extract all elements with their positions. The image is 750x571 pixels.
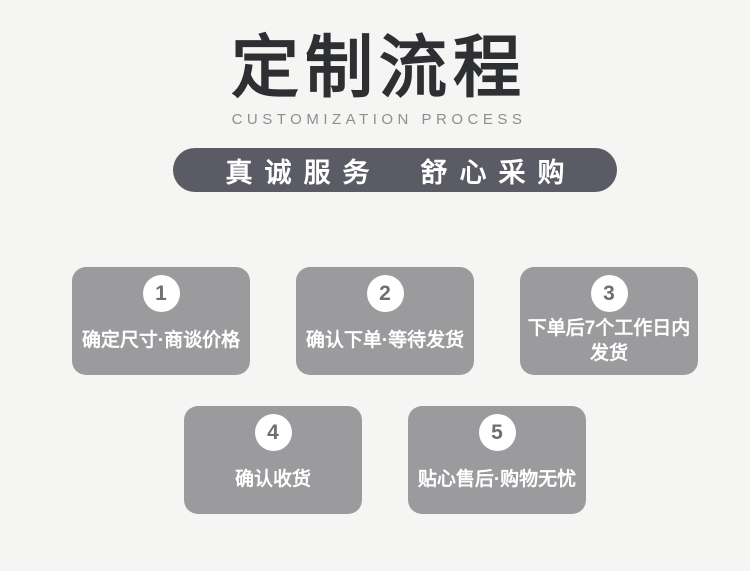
step-label-line: 确定尺寸·商谈价格 bbox=[81, 330, 241, 351]
step-label: 下单后7个工作日内 发货 bbox=[528, 312, 691, 375]
step-label: 贴心售后·购物无忧 bbox=[418, 451, 576, 514]
step-number: 2 bbox=[379, 281, 391, 305]
step-number: 4 bbox=[267, 420, 279, 444]
step-card-5: 5 贴心售后·购物无忧 bbox=[408, 406, 586, 514]
step-card-1: 1 确定尺寸·商谈价格 bbox=[72, 267, 250, 375]
step-card-4: 4 确认收货 bbox=[184, 406, 362, 514]
step-label-line: 贴心售后·购物无忧 bbox=[417, 469, 577, 490]
step-number-badge: 4 bbox=[254, 414, 292, 451]
steps-row-1: 1 确定尺寸·商谈价格 2 确认下单·等待发货 3 下单后7个工作日内 发货 bbox=[10, 267, 750, 375]
step-label-line: 确认收货 bbox=[234, 469, 311, 490]
step-card-2: 2 确认下单·等待发货 bbox=[296, 267, 474, 375]
step-label-line: 发货 bbox=[589, 342, 628, 364]
step-card-3: 3 下单后7个工作日内 发货 bbox=[520, 267, 698, 375]
page-title: 定制流程 bbox=[230, 30, 527, 106]
steps-row-2: 4 确认收货 5 贴心售后·购物无忧 bbox=[10, 406, 750, 514]
step-label-line: 下单后7个工作日内 bbox=[527, 317, 691, 339]
page-subtitle: CUSTOMIZATION PROCESS bbox=[231, 111, 527, 128]
service-banner-text: 真诚服务 舒心采购 bbox=[225, 157, 577, 188]
step-number-badge: 1 bbox=[142, 275, 180, 312]
step-number: 3 bbox=[603, 281, 615, 305]
service-banner: 真诚服务 舒心采购 bbox=[173, 148, 617, 192]
step-number: 5 bbox=[491, 420, 503, 444]
step-number-badge: 3 bbox=[590, 275, 628, 312]
step-label: 确定尺寸·商谈价格 bbox=[82, 312, 240, 375]
step-label: 确认下单·等待发货 bbox=[306, 312, 464, 375]
step-label-line: 确认下单·等待发货 bbox=[305, 330, 465, 351]
step-number: 1 bbox=[155, 281, 167, 305]
step-label: 确认收货 bbox=[235, 451, 311, 514]
step-number-badge: 5 bbox=[478, 414, 516, 451]
step-number-badge: 2 bbox=[366, 275, 404, 312]
